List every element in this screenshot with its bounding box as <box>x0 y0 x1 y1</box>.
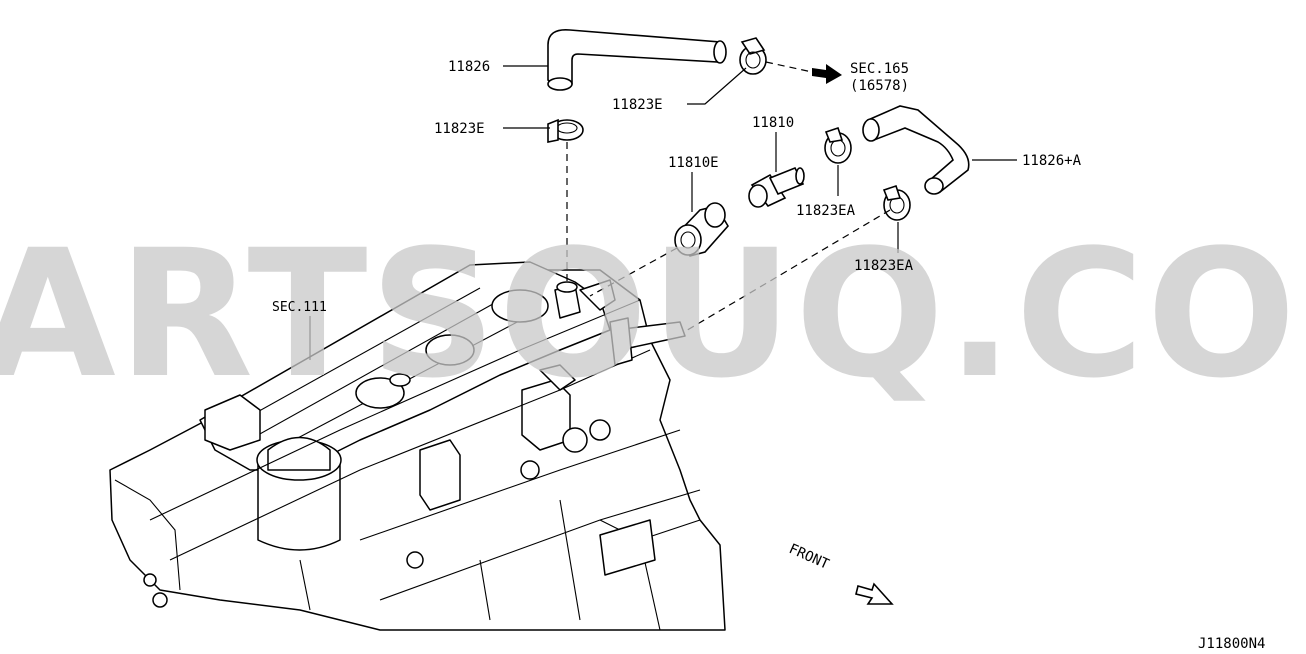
leader-lines <box>309 65 1017 360</box>
clamp-11823e-top <box>739 37 767 75</box>
diagram-code: J11800N4 <box>1198 636 1265 652</box>
label-11823ea-lower: 11823EA <box>854 258 914 274</box>
label-sec111: SEC.111 <box>272 300 327 315</box>
clamp-11823ea-lower <box>882 184 911 221</box>
clamp-11823ea-upper <box>824 126 852 164</box>
hose-11826a <box>862 105 970 195</box>
watermark-text: PARTSOUQ.COM <box>0 212 1306 417</box>
label-11823ea-upper: 11823EA <box>796 203 856 219</box>
label-11826a: 11826+A <box>1022 153 1082 169</box>
label-11823e-left: 11823E <box>434 121 485 137</box>
label-11810: 11810 <box>752 115 794 131</box>
grommet-11810e <box>674 202 729 257</box>
pcv-valve-11810 <box>748 166 805 208</box>
label-front: FRONT <box>786 541 832 573</box>
dashed-lines <box>566 61 891 333</box>
label-sec165: SEC.165 <box>850 61 909 77</box>
arrow-sec165 <box>812 64 842 84</box>
label-11823e-top: 11823E <box>612 97 663 113</box>
label-11826: 11826 <box>448 59 490 75</box>
label-sec165-part: (16578) <box>850 78 909 94</box>
front-arrow-icon <box>855 582 894 605</box>
clamp-11823e-left <box>547 118 584 143</box>
label-11810e: 11810E <box>668 155 719 171</box>
engine-cylinder-head <box>109 261 726 631</box>
hose-11826 <box>547 28 727 91</box>
